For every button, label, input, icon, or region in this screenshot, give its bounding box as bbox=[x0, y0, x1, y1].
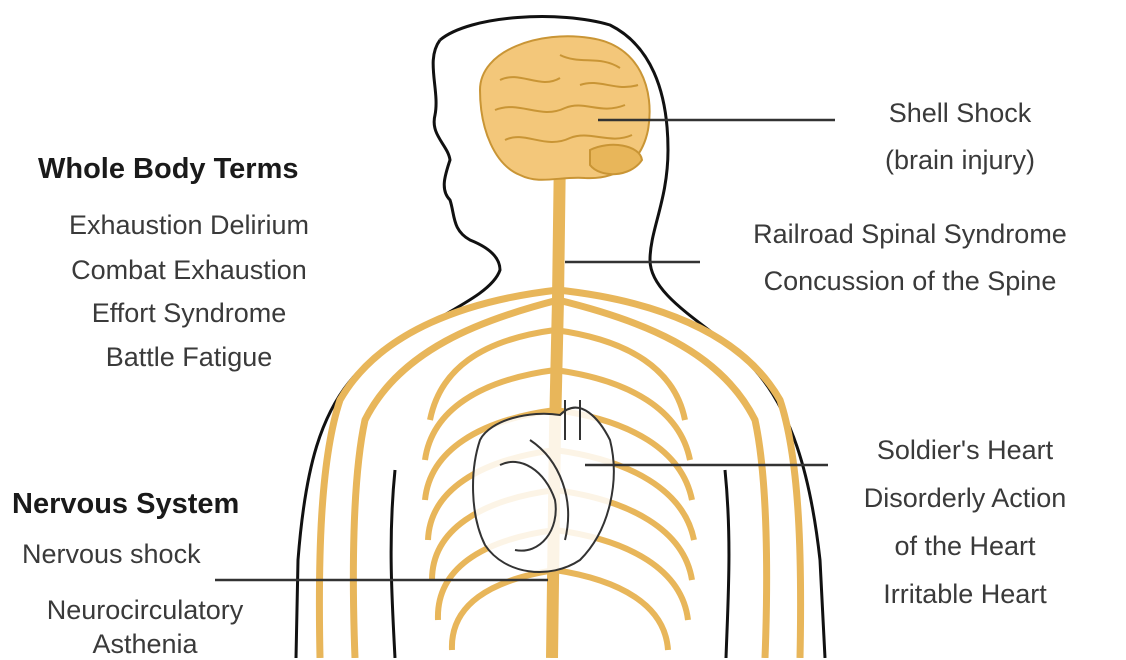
arm-left-inner bbox=[391, 470, 395, 658]
heart-label: Irritable Heart bbox=[830, 578, 1100, 610]
nervous-system-item: Asthenia bbox=[14, 628, 276, 660]
brain-label: Shell Shock bbox=[842, 97, 1078, 129]
whole-body-item: Battle Fatigue bbox=[38, 341, 340, 373]
nervous-system-item: Nervous shock bbox=[22, 538, 201, 570]
nervous-system-heading: Nervous System bbox=[12, 488, 239, 521]
spine-label: Railroad Spinal Syndrome bbox=[700, 218, 1120, 250]
brain-label: (brain injury) bbox=[842, 144, 1078, 176]
spinal-cord bbox=[552, 150, 560, 658]
heart-label: Soldier's Heart bbox=[830, 434, 1100, 466]
whole-body-item: Exhaustion Delirium bbox=[38, 209, 340, 241]
spine-label: Concussion of the Spine bbox=[700, 265, 1120, 297]
whole-body-item: Effort Syndrome bbox=[38, 297, 340, 329]
heart-label: Disorderly Action bbox=[830, 482, 1100, 514]
heart bbox=[473, 400, 614, 572]
cerebellum bbox=[590, 145, 642, 174]
whole-body-item: Combat Exhaustion bbox=[38, 254, 340, 286]
heart-label: of the Heart bbox=[830, 530, 1100, 562]
whole-body-heading: Whole Body Terms bbox=[38, 153, 299, 186]
arm-right-inner bbox=[725, 470, 729, 658]
nervous-system-item: Neurocirculatory bbox=[14, 594, 276, 626]
